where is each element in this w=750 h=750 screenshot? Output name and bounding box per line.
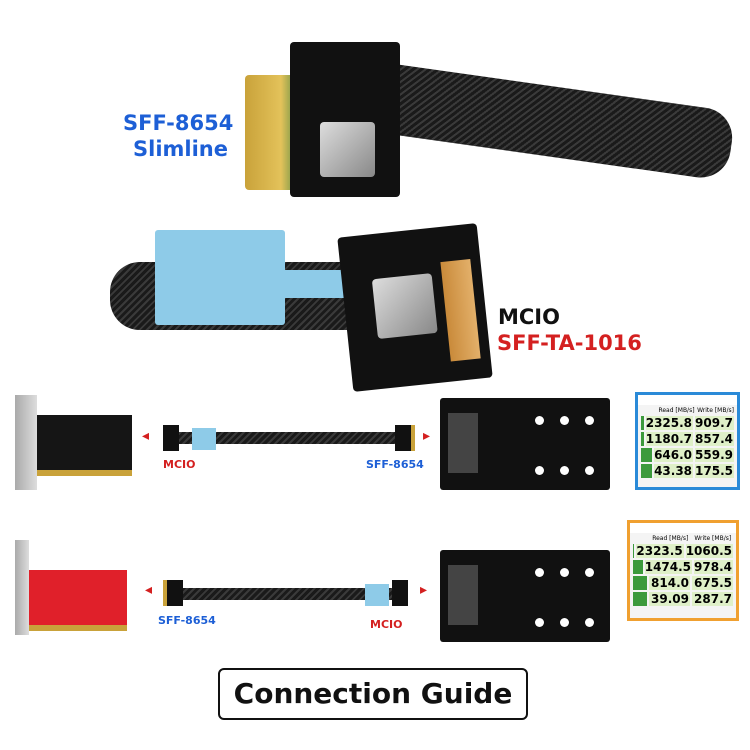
top-connector-body: [290, 42, 400, 197]
write-value: 1060.5: [685, 544, 733, 558]
write-header: Write [MB/s]: [697, 407, 734, 414]
row2-m2-adapter: [440, 550, 610, 642]
read-value: 1474.5: [644, 560, 693, 574]
row2-left-label: SFF-8654: [158, 614, 216, 627]
connection-guide-label: Connection Guide: [218, 668, 528, 720]
row2-right-arrow-icon: ▸: [420, 582, 428, 598]
read-value: 814.0: [649, 576, 690, 590]
row1-left-label: MCIO: [163, 458, 196, 471]
write-value: 857.4: [695, 432, 734, 446]
top-label-line1: SFF-8654: [123, 111, 234, 135]
read-value: 39.09: [649, 592, 690, 606]
row2-left-arrow-icon: ◂: [145, 582, 153, 598]
row2-cable-connector-right: [392, 580, 408, 606]
row2-cable-tab: [365, 584, 389, 606]
middle-connector-body: [337, 223, 493, 392]
row1-pcie-card: [15, 395, 135, 490]
top-label-line2: Slimline: [133, 137, 228, 161]
write-value: 175.5: [695, 464, 734, 478]
read-value: 43.38: [654, 464, 694, 478]
read-header: Read [MB/s]: [652, 535, 689, 542]
row2-right-label: MCIO: [370, 618, 403, 631]
write-value: 909.7: [695, 416, 734, 430]
middle-label-line1: MCIO: [498, 305, 560, 329]
row1-right-arrow-icon: ▸: [423, 428, 431, 444]
write-value: 978.4: [694, 560, 733, 574]
write-value: 559.9: [695, 448, 734, 462]
read-value: 2325.8: [645, 416, 694, 430]
row1-m2-adapter: [440, 398, 610, 490]
read-value: 646.0: [654, 448, 694, 462]
row1-cable: [175, 432, 405, 444]
write-header: Write [MB/s]: [694, 535, 732, 542]
write-value: 287.7: [692, 592, 733, 606]
middle-label-line2: SFF-TA-1016: [497, 331, 642, 355]
row2-cable-connector-left: [163, 580, 183, 606]
write-value: 675.5: [692, 576, 733, 590]
row1-left-arrow-icon: ◂: [142, 428, 150, 444]
row1-cable-connector-right: [395, 425, 415, 451]
row1-cable-connector-left: [163, 425, 179, 451]
row2-pcie-card: [15, 540, 130, 635]
row1-right-label: SFF-8654: [366, 458, 424, 471]
row1-cable-tab: [192, 428, 216, 450]
read-value: 2323.5: [636, 544, 684, 558]
pull-tab: [155, 230, 285, 325]
read-header: Read [MB/s]: [658, 407, 695, 414]
read-value: 1180.7: [645, 432, 694, 446]
row2-cable: [175, 588, 400, 600]
